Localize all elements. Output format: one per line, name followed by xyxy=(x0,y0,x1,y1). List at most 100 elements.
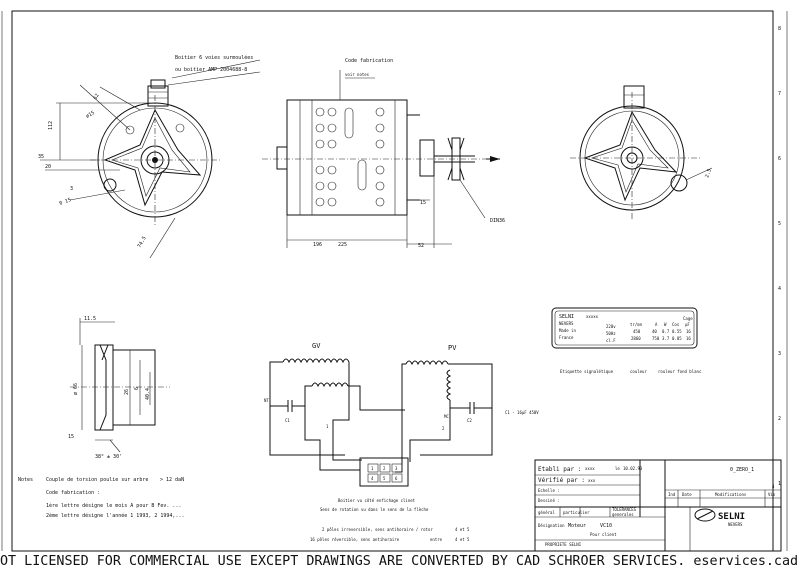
svg-text:4: 4 xyxy=(772,484,775,489)
svg-text:MC: MC xyxy=(444,414,449,419)
svg-text:40.4: 40.4 xyxy=(145,388,151,400)
svg-text:SELNI: SELNI xyxy=(559,314,574,320)
svg-text:16 pôles réversible, sens: 16 pôles réversible, sens antihoraire xyxy=(310,537,400,542)
svg-text:1: 1 xyxy=(326,424,329,429)
rear-view: 2.5 xyxy=(570,85,713,220)
svg-text:Boitier 6 voies surmoulées: Boitier 6 voies surmoulées xyxy=(175,54,253,61)
svg-text:Couple de torsion poulie sur a: Couple de torsion poulie sur arbre xyxy=(46,477,148,483)
svg-text:74.5: 74.5 xyxy=(137,236,148,249)
svg-text:4: 4 xyxy=(371,476,374,481)
svg-text:couleur: couleur xyxy=(630,369,647,374)
svg-text:220v: 220v xyxy=(606,324,616,329)
svg-text:196: 196 xyxy=(313,242,322,248)
svg-text:4 et 5: 4 et 5 xyxy=(455,537,470,542)
svg-text:Code fabrication :: Code fabrication : xyxy=(46,490,100,496)
svg-text:xxx: xxx xyxy=(588,478,596,483)
svg-text:France: France xyxy=(559,335,574,340)
selni-logo: SELNI NEVERS xyxy=(694,508,745,527)
svg-text:Notes: Notes xyxy=(18,477,33,483)
svg-text:voir notes: voir notes xyxy=(345,72,370,77)
svg-text:26: 26 xyxy=(124,389,130,395)
svg-text:Modifications: Modifications xyxy=(715,492,747,497)
svg-text:generales: generales xyxy=(612,512,634,517)
license-banner: OT LICENSED FOR COMMERCIAL USE EXCEPT DR… xyxy=(0,554,800,569)
svg-text:38° ± 30': 38° ± 30' xyxy=(95,454,122,460)
svg-text:50Hz: 50Hz xyxy=(606,331,616,336)
svg-text:Désignation: Désignation xyxy=(538,523,565,528)
svg-text:A: A xyxy=(655,322,658,327)
svg-text:750: 750 xyxy=(652,336,660,341)
pulley-detail: 11.5 ø 66 26 6 40.4 15 38° ± 30' xyxy=(68,316,170,460)
svg-text:40: 40 xyxy=(652,329,657,334)
svg-text:ø15: ø15 xyxy=(85,110,96,120)
svg-text:W: W xyxy=(664,322,667,327)
svg-text:entre: entre xyxy=(430,537,443,542)
svg-text:µF: µF xyxy=(685,322,690,327)
svg-text:8: 8 xyxy=(778,26,781,32)
svg-text:2860: 2860 xyxy=(631,336,641,341)
svg-text:2.5: 2.5 xyxy=(704,168,713,179)
svg-text:Ind: Ind xyxy=(668,492,676,497)
svg-text:11.5: 11.5 xyxy=(84,316,96,322)
svg-text:Boitier vu côté enfichage clin: Boitier vu côté enfichage clinet xyxy=(338,498,416,503)
svg-text:2ème lettre désigne l'année 1: 2ème lettre désigne l'année 1 1993, 2 19… xyxy=(46,512,184,519)
svg-text:Vérifié par :: Vérifié par : xyxy=(538,477,585,484)
svg-text:2 pôles irreversible, sens a: 2 pôles irreversible, sens antihoraire /… xyxy=(322,527,433,532)
svg-text:Moteur: Moteur xyxy=(568,523,586,529)
svg-text:1ère lettre désigne le mois A: 1ère lettre désigne le mois A pour B Fev… xyxy=(46,502,181,509)
svg-text:5: 5 xyxy=(778,221,781,227)
svg-text:2: 2 xyxy=(383,466,386,471)
svg-text:450: 450 xyxy=(633,329,641,334)
svg-text:ou boitier AMP 2004688-8: ou boitier AMP 2004688-8 xyxy=(175,67,247,73)
svg-text:PV: PV xyxy=(448,344,457,352)
svg-text:3.7: 3.7 xyxy=(662,336,670,341)
svg-text:62: 62 xyxy=(93,93,101,101)
svg-text:le: le xyxy=(615,466,620,471)
svg-text:Dessiné :: Dessiné : xyxy=(538,498,560,503)
svg-text:4: 4 xyxy=(778,286,781,292)
nameplate-label: SELNI NEVERS Made in France xxxxx 220v 5… xyxy=(551,307,702,374)
svg-text:0.85: 0.85 xyxy=(672,336,682,341)
svg-text:particulier: particulier xyxy=(563,510,590,515)
svg-text:5: 5 xyxy=(383,476,386,481)
wiring-diagram: GV PV NT C1 MC C2 1 2 xyxy=(264,342,539,542)
svg-text:10.02.93: 10.02.93 xyxy=(623,466,643,471)
svg-text:> 12 daN: > 12 daN xyxy=(160,477,184,483)
svg-text:225: 225 xyxy=(338,242,347,248)
svg-text:6: 6 xyxy=(395,476,398,481)
svg-text:2: 2 xyxy=(442,426,445,431)
svg-text:15: 15 xyxy=(420,200,426,206)
svg-text:1: 1 xyxy=(371,466,374,471)
svg-text:NEVERS: NEVERS xyxy=(728,522,743,527)
svg-text:2: 2 xyxy=(778,416,781,422)
svg-text:3: 3 xyxy=(70,186,73,192)
svg-text:tr/mn: tr/mn xyxy=(630,322,643,327)
svg-text:VC10: VC10 xyxy=(600,523,612,529)
svg-text:GV: GV xyxy=(312,342,321,350)
svg-text:1: 1 xyxy=(778,481,781,487)
svg-text:Date: Date xyxy=(682,492,692,497)
svg-text:NT: NT xyxy=(264,398,269,403)
svg-text:Code fabrication: Code fabrication xyxy=(345,58,393,64)
svg-text:Pour client: Pour client xyxy=(590,532,617,537)
svg-text:6: 6 xyxy=(778,156,781,162)
svg-text:7: 7 xyxy=(778,91,781,97)
svg-text:TOLERANCES: TOLERANCES xyxy=(612,507,637,512)
svg-text:NEVERS: NEVERS xyxy=(559,321,574,326)
svg-text:0_ZERO_1: 0_ZERO_1 xyxy=(730,467,754,473)
svg-text:Cos: Cos xyxy=(672,322,680,327)
svg-text:C2: C2 xyxy=(467,418,472,423)
svg-text:3: 3 xyxy=(395,466,398,471)
svg-text:16: 16 xyxy=(686,336,691,341)
svg-text:0 15: 0 15 xyxy=(59,197,72,207)
svg-text:52: 52 xyxy=(418,243,424,249)
svg-text:Sens de rotation vu dans le se: Sens de rotation vu dans le sens de la f… xyxy=(320,507,429,512)
side-view: Code fabrication voir notes 225 52 15 DI… xyxy=(262,58,505,249)
svg-text:6: 6 xyxy=(134,387,140,390)
svg-text:Made in: Made in xyxy=(559,328,576,333)
svg-text:Cage: Cage xyxy=(683,316,693,321)
svg-text:DIN36: DIN36 xyxy=(490,218,505,224)
svg-text:4 et 5: 4 et 5 xyxy=(455,527,470,532)
svg-text:112: 112 xyxy=(48,121,54,130)
